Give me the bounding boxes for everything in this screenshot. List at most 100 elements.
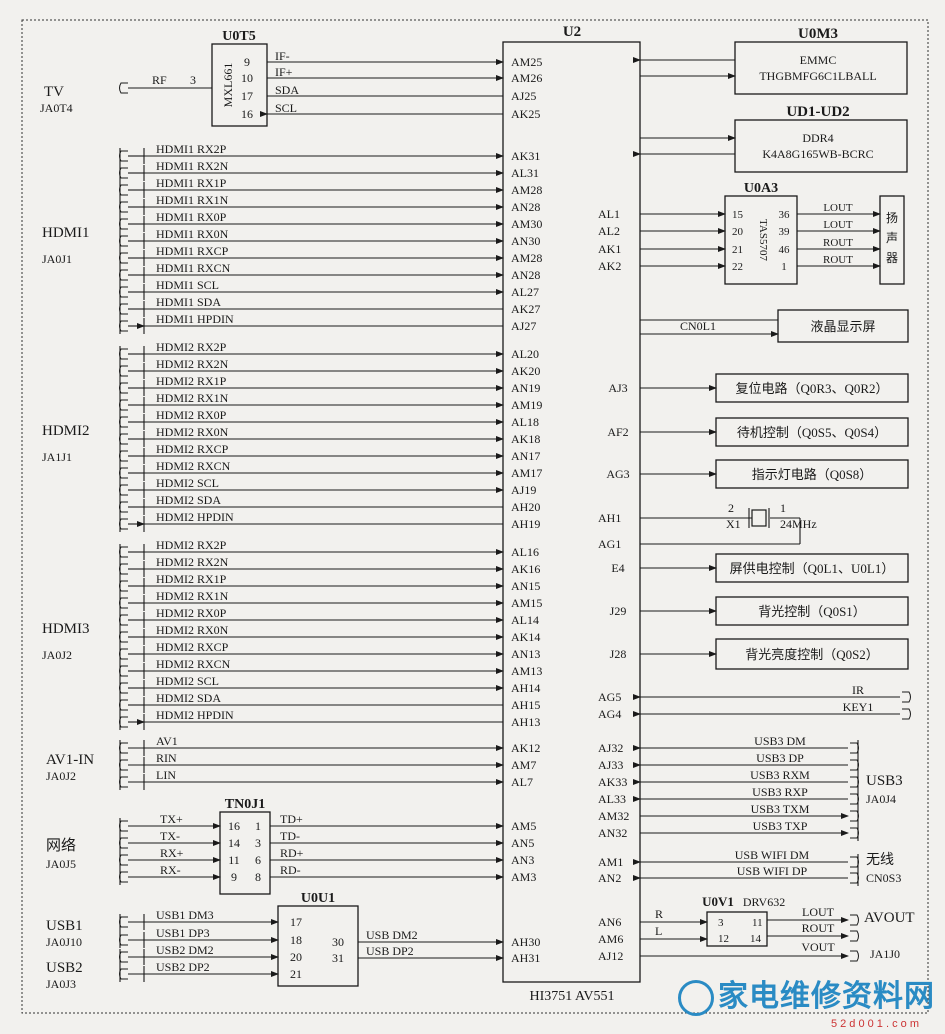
watermark-url: 5 2 d 0 0 1 . c o m <box>830 1018 919 1030</box>
amp-out-signal-0: LOUT <box>823 202 853 214</box>
usb-connector-icon <box>119 968 128 980</box>
hdmi1-signal-9: HDMI1 SDA <box>156 295 221 309</box>
avout-out-signal-0: LOUT <box>802 905 835 919</box>
chip-pin-tuner-0: AM25 <box>511 55 542 69</box>
lan-right-pin-2: 6 <box>255 853 261 867</box>
lan-left-pin-2: 11 <box>228 853 240 867</box>
usb1-conn: JA0J10 <box>46 935 82 949</box>
ddr-line1: DDR4 <box>802 131 833 145</box>
avout-connector-icon <box>850 914 859 926</box>
tuner-signal-1: IF+ <box>275 65 293 79</box>
usb2-name: USB2 <box>46 960 83 976</box>
usb3-signal-1: USB3 DP <box>756 751 804 765</box>
lan-ref: TN0J1 <box>225 797 265 812</box>
hdmi1-pin-connector-icon <box>119 252 128 264</box>
hdmi2-signal-10: HDMI2 HPDIN <box>156 510 234 524</box>
hdmi2-pin-connector-icon <box>119 399 128 411</box>
usb3-pin-5: AN32 <box>598 826 627 840</box>
hdmi3-signal-0: HDMI2 RX2P <box>156 538 227 552</box>
chip-pin-tuner-2: AJ25 <box>511 89 536 103</box>
hdmi3-signal-6: HDMI2 RXCP <box>156 640 229 654</box>
hdmi3-pin-connector-icon <box>119 665 128 677</box>
amp-in-pin-1: 20 <box>732 226 744 238</box>
hdmi2-signal-3: HDMI2 RX1N <box>156 391 229 405</box>
lan-in-signal-3: RX- <box>160 863 181 877</box>
lan-in-signal-1: TX- <box>160 829 180 843</box>
chip-pin-av1-0: AK12 <box>511 741 540 755</box>
lcd-net: CN0L1 <box>680 319 716 333</box>
ctrl-pin-4: J29 <box>610 604 627 618</box>
main-chip-ref: U2 <box>563 24 581 40</box>
hdmi1-pin-connector-icon <box>119 320 128 332</box>
hdmi3-pin-connector-icon <box>119 716 128 728</box>
wifi-conn: CN0S3 <box>866 871 901 885</box>
chip-pin-hdmi1-1: AL31 <box>511 166 539 180</box>
chip-pin-hdmi3-8: AH14 <box>511 681 540 695</box>
chip-pin-tuner-1: AM26 <box>511 71 542 85</box>
ctrl-pin-1: AF2 <box>607 425 628 439</box>
lan-left-pin-1: 14 <box>228 836 240 850</box>
hdmi3-pin-connector-icon <box>119 614 128 626</box>
usb-hub-in-pin-0: 17 <box>290 915 302 929</box>
main-chip-u2 <box>502 41 641 983</box>
usb3-signal-4: USB3 TXM <box>751 802 810 816</box>
hdmi3-name: HDMI3 <box>42 621 90 637</box>
usb-hub-in-pin-3: 21 <box>290 967 302 981</box>
avout-out-pin-0: 11 <box>752 917 763 929</box>
usb3-connector-icon <box>850 742 859 754</box>
chip-pin-hdmi2-4: AL18 <box>511 415 539 429</box>
lan-out-signal-0: TD+ <box>280 812 303 826</box>
speaker-char-0: 扬 <box>886 210 898 225</box>
usb-in-signal-2: USB2 DM2 <box>156 943 214 957</box>
avout-connector-icon <box>850 950 859 962</box>
hdmi2-pin-connector-icon <box>119 501 128 513</box>
hdmi3-pin-connector-icon <box>119 546 128 558</box>
amp-part: TAS5707 <box>757 219 769 261</box>
av1-name: AV1-IN <box>46 752 94 768</box>
hdmi3-pin-connector-icon <box>119 563 128 575</box>
avout-chip-pin-1: AM6 <box>598 932 623 946</box>
rf-label: RF <box>152 73 167 87</box>
main-chip-part: HI3751 AV551 <box>530 989 615 1004</box>
chip-pin-av1-1: AM7 <box>511 758 536 772</box>
usb3-connector-icon <box>850 810 859 822</box>
hdmi1-pin-connector-icon <box>119 286 128 298</box>
hdmi3-pin-connector-icon <box>119 699 128 711</box>
avout-conn: JA1J0 <box>870 947 900 961</box>
ddr-box <box>734 119 908 173</box>
lan-right-pin-3: 8 <box>255 870 261 884</box>
crystal-left-pin: 2 <box>728 501 734 515</box>
hdmi1-pin-connector-icon <box>119 150 128 162</box>
chip-pin-hdmi2-8: AJ19 <box>511 483 536 497</box>
avout-part: DRV632 <box>743 895 785 909</box>
speaker-char-1: 声 <box>886 231 898 245</box>
chip-pin-hdmi2-10: AH19 <box>511 517 540 531</box>
avout-out-signal-2: VOUT <box>801 940 835 954</box>
avout-out-pin-1: 14 <box>750 933 762 945</box>
tuner-pin-16: 16 <box>241 107 253 121</box>
hdmi1-pin-connector-icon <box>119 303 128 315</box>
crystal-ref: X1 <box>726 517 741 531</box>
usb3-signal-0: USB3 DM <box>754 734 806 748</box>
usb1-name: USB1 <box>46 918 83 934</box>
avout-in-pin-0: 3 <box>718 917 724 929</box>
hdmi2-signal-1: HDMI2 RX2N <box>156 357 229 371</box>
usb3-signal-5: USB3 TXP <box>753 819 808 833</box>
tuner-u0t5 <box>211 43 268 127</box>
irkey-label-0: IR <box>852 683 864 697</box>
av1-connector-icon <box>119 759 128 771</box>
usb3-connector-icon <box>850 793 859 805</box>
av1-signal-1: RIN <box>156 751 177 765</box>
chip-pin-usb-1: AH31 <box>511 951 540 965</box>
hdmi1-pin-connector-icon <box>119 201 128 213</box>
lcd-label: 液晶显示屏 <box>810 319 875 334</box>
chip-pin-hdmi2-7: AM17 <box>511 466 542 480</box>
tv-connector-icon <box>119 82 128 94</box>
wifi-pin-0: AM1 <box>598 855 623 869</box>
usb3-pin-1: AJ33 <box>598 758 623 772</box>
amp-out-signal-1: LOUT <box>823 219 853 231</box>
chip-pin-hdmi2-9: AH20 <box>511 500 540 514</box>
ctrl-box-label-3: 屏供电控制（Q0L1、U0L1） <box>730 561 895 576</box>
hdmi2-signal-5: HDMI2 RX0N <box>156 425 229 439</box>
